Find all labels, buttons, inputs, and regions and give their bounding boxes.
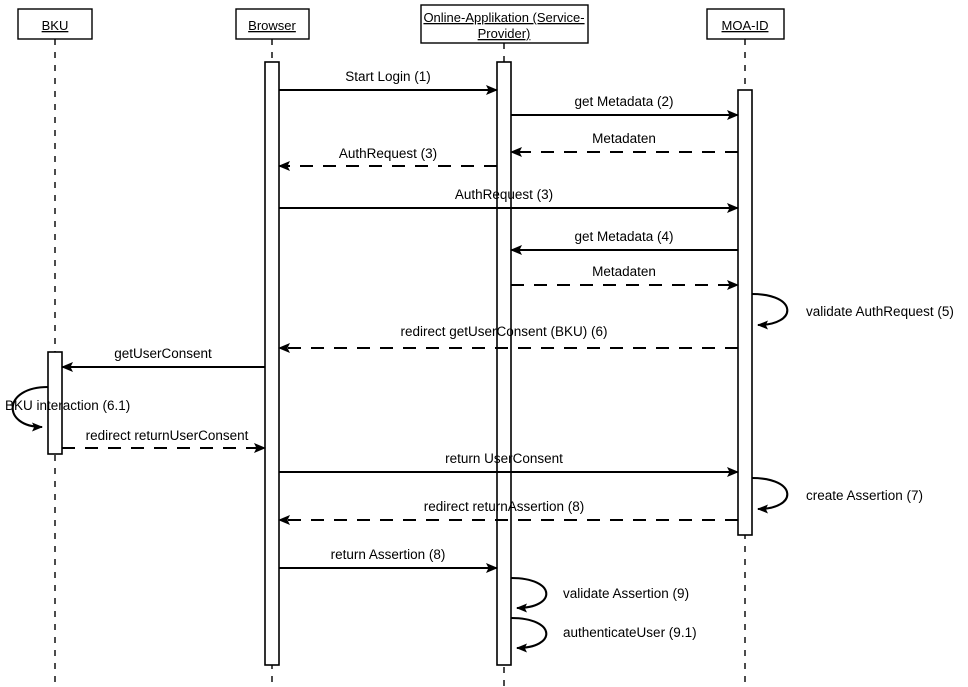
lifeline-label-browser: Browser: [248, 18, 296, 33]
lifeline-header-box-bku[interactable]: [17, 8, 93, 40]
self-message-label-9.1: authenticateUser (9.1): [563, 625, 697, 640]
message-label-11: return UserConsent: [445, 451, 563, 466]
message-label-12: redirect returnAssertion (8): [424, 499, 585, 514]
lifeline-label-moaid: MOA-ID: [722, 18, 769, 33]
message-label-1: Start Login (1): [345, 69, 431, 84]
message-label-9: getUserConsent: [114, 346, 212, 361]
self-message-loop-9.1: [510, 616, 548, 653]
self-message-loop-9: [510, 576, 548, 613]
lifeline-header-box-moaid[interactable]: [706, 8, 785, 40]
self-message-loops: [11, 292, 789, 653]
activation-bar-bku: [47, 351, 63, 455]
message-label-3: Metadaten: [592, 131, 656, 146]
message-label-8: redirect getUserConsent (BKU) (6): [400, 324, 607, 339]
lifeline-header-box-oa[interactable]: [420, 4, 589, 44]
activation-bar-moaid: [737, 89, 753, 536]
lifeline-label-oa-line2: Provider): [478, 26, 531, 41]
lifeline-label-bku: BKU: [42, 18, 69, 33]
lifeline-header-boxes: [17, 4, 785, 44]
message-label-5: AuthRequest (3): [455, 187, 553, 202]
message-label-13: return Assertion (8): [331, 547, 446, 562]
self-message-label-7: create Assertion (7): [806, 488, 923, 503]
message-label-10: redirect returnUserConsent: [86, 428, 249, 443]
message-label-6: get Metadata (4): [574, 229, 673, 244]
activation-bar-browser: [264, 61, 280, 666]
self-message-loop-5: [751, 292, 789, 330]
activation-bars: [47, 61, 753, 666]
self-message-label-6.1: BKU interaction (6.1): [5, 398, 130, 413]
message-arrows: [61, 85, 739, 573]
lifeline-label-oa: Online-Applikation (Service-: [423, 10, 584, 25]
message-label-7: Metadaten: [592, 264, 656, 279]
self-message-label-9: validate Assertion (9): [563, 586, 689, 601]
text-labels: BKU Browser Online-Applikation (Service-Pr…: [5, 10, 954, 640]
lifeline-header-box-browser[interactable]: [235, 8, 310, 40]
self-message-loop-7: [751, 476, 789, 514]
activation-bar-oa: [496, 61, 512, 666]
message-label-2: get Metadata (2): [574, 94, 673, 109]
self-message-loop-6.1: [11, 385, 49, 432]
message-label-4: AuthRequest (3): [339, 146, 437, 161]
self-message-label-5: validate AuthRequest (5): [806, 304, 954, 319]
